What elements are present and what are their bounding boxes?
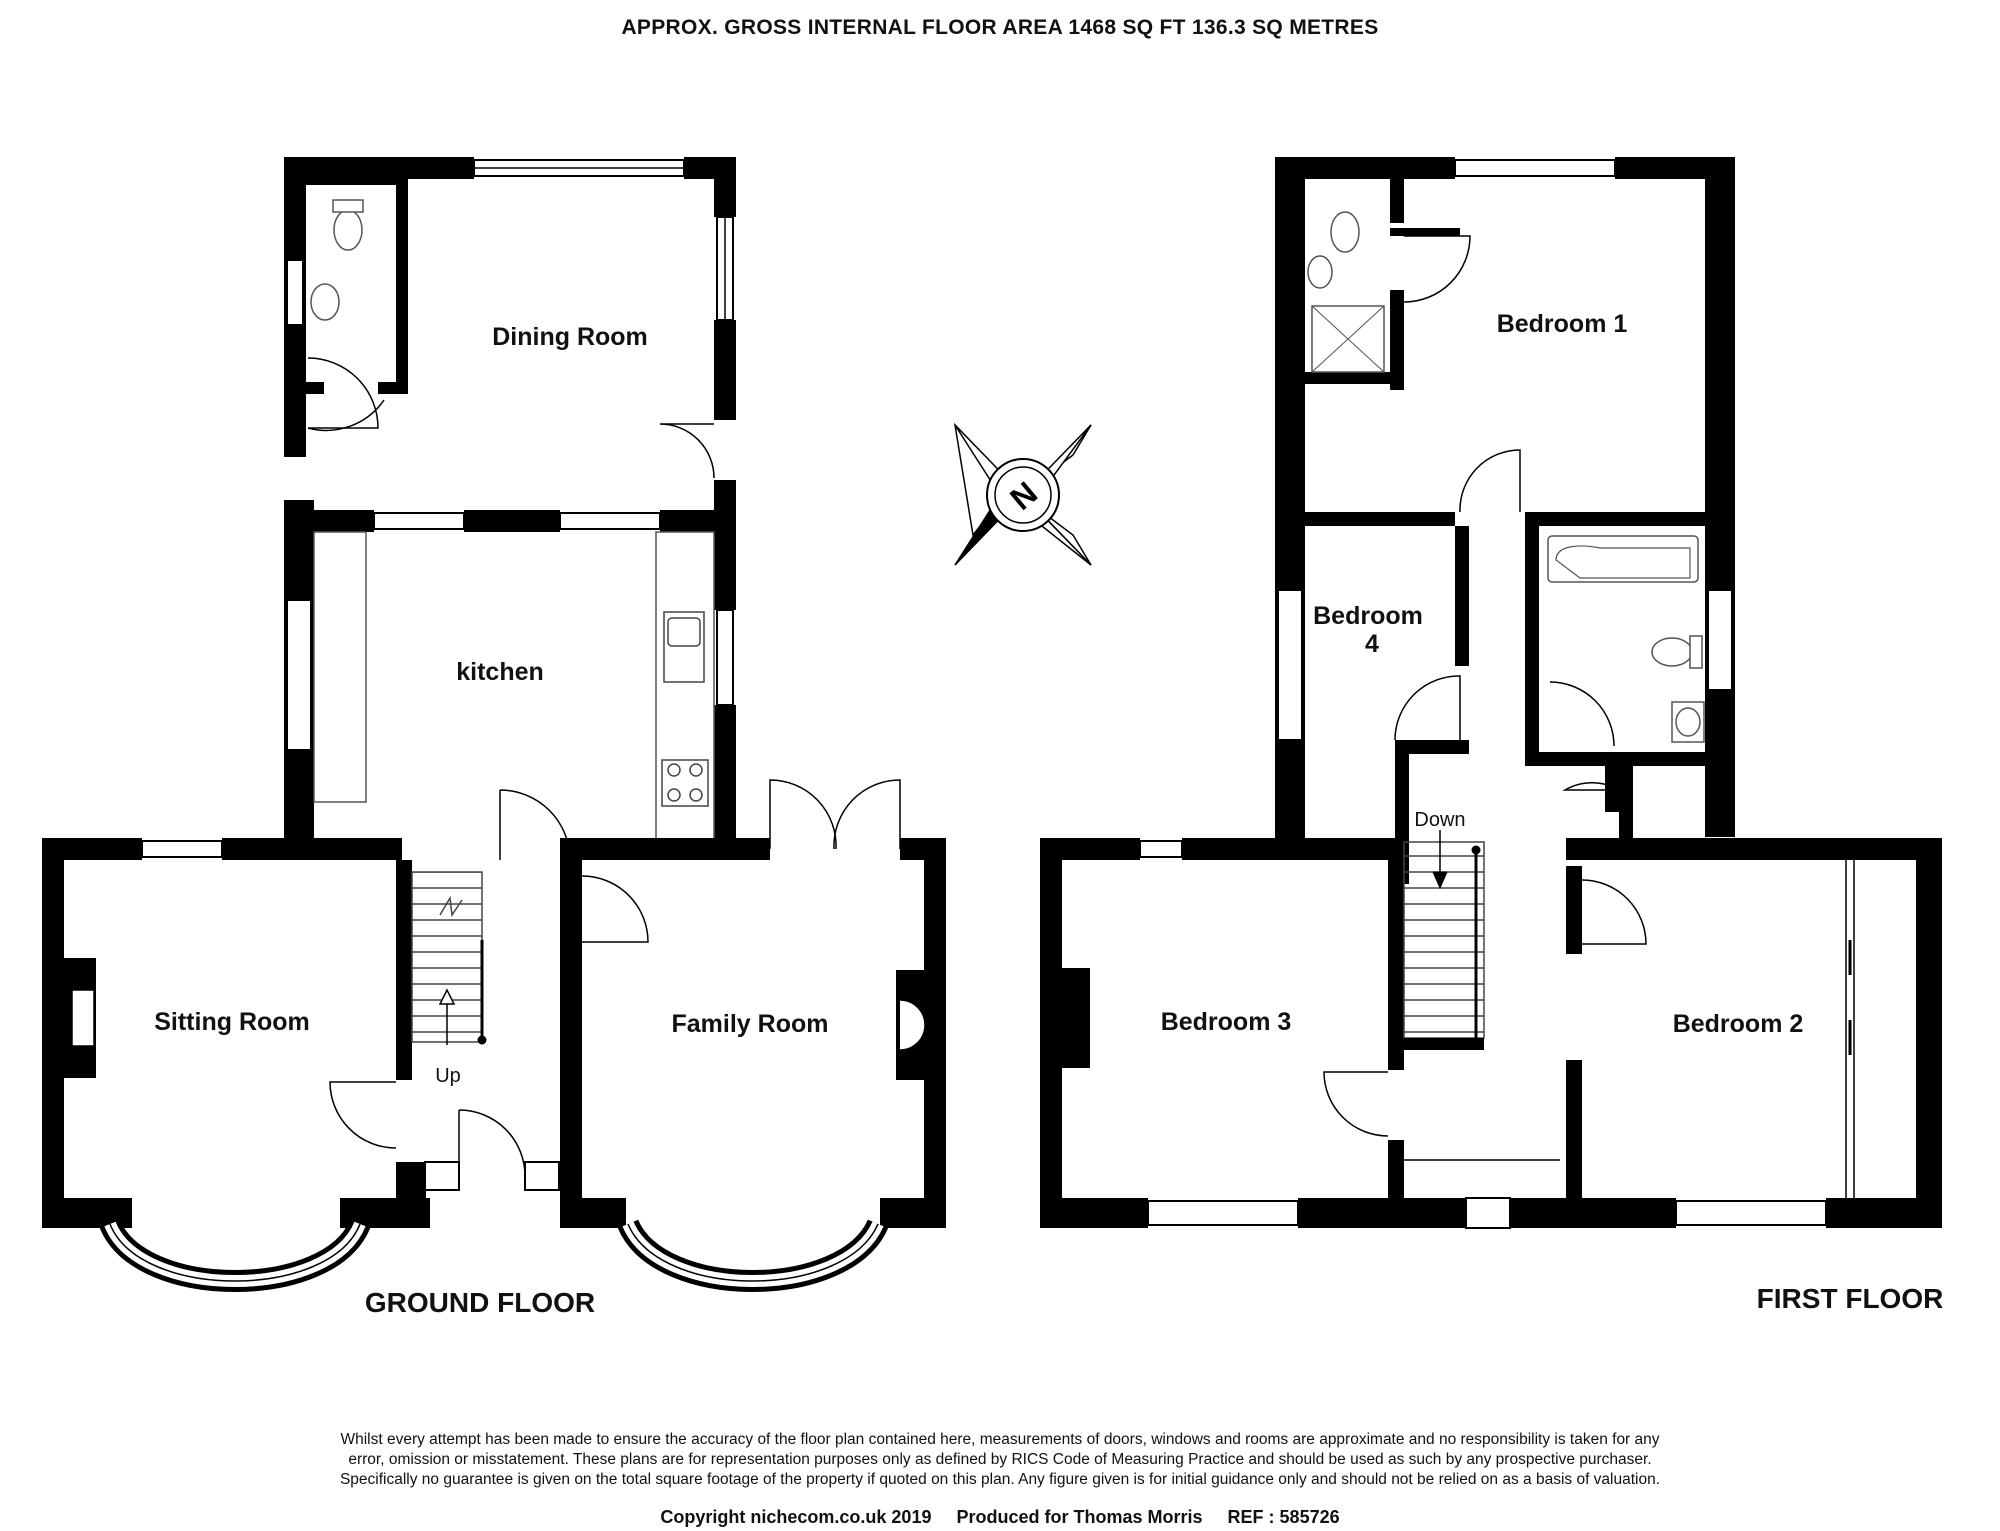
kitchen-walls [284, 500, 736, 861]
stairs-up-label: Up [435, 1065, 461, 1087]
first-floor-stairs [1403, 830, 1580, 1229]
disclaimer: Whilst every attempt has been made to en… [200, 1430, 1800, 1490]
bathroom-walls [1525, 526, 1733, 850]
bedroom-4-label-line1: Bedroom [1313, 602, 1423, 630]
bedroom-3-label: Bedroom 3 [1161, 1008, 1292, 1036]
disclaimer-line: Specifically no guarantee is given on th… [339, 1471, 1661, 1488]
bedroom-2-label: Bedroom 2 [1673, 1010, 1804, 1038]
bedroom-3-walls [1040, 838, 1466, 1228]
first-floor-label: FIRST FLOOR [1757, 1283, 1944, 1314]
kitchen-label: kitchen [456, 658, 544, 686]
floor-area-header: APPROX. GROSS INTERNAL FLOOR AREA 1468 S… [621, 16, 1379, 39]
family-room-label: Family Room [672, 1010, 829, 1038]
first-floor-plan [1040, 157, 1942, 1229]
reference-text: REF : 585726 [1227, 1507, 1340, 1527]
family-room-walls [560, 779, 946, 1292]
bedroom-1-walls [1275, 157, 1735, 857]
bedroom-4-walls [1277, 526, 1469, 884]
dining-room-label: Dining Room [492, 323, 648, 351]
bedroom-2-walls [1566, 838, 1942, 1228]
disclaimer-line: Whilst every attempt has been made to en… [340, 1431, 1660, 1448]
ground-floor-label: GROUND FLOOR [365, 1287, 595, 1318]
ground-floor-plan [42, 157, 946, 1292]
ground-stairs [411, 871, 560, 1191]
compass-rose-icon: N [953, 422, 1092, 566]
sitting-room-label: Sitting Room [154, 1008, 310, 1036]
bedroom-1-label: Bedroom 1 [1497, 310, 1628, 338]
stairs-down-label: Down [1414, 809, 1465, 831]
copyright-text: Copyright nichecom.co.uk 2019 [660, 1507, 932, 1527]
copyright-line: Copyright nichecom.co.uk 2019 Produced f… [0, 1507, 2000, 1528]
sitting-room-walls [42, 838, 430, 1292]
produced-for-text: Produced for Thomas Morris [956, 1507, 1203, 1527]
disclaimer-line: error, omission or misstatement. These p… [348, 1451, 1652, 1468]
bedroom-4-label-line2: 4 [1365, 630, 1379, 658]
